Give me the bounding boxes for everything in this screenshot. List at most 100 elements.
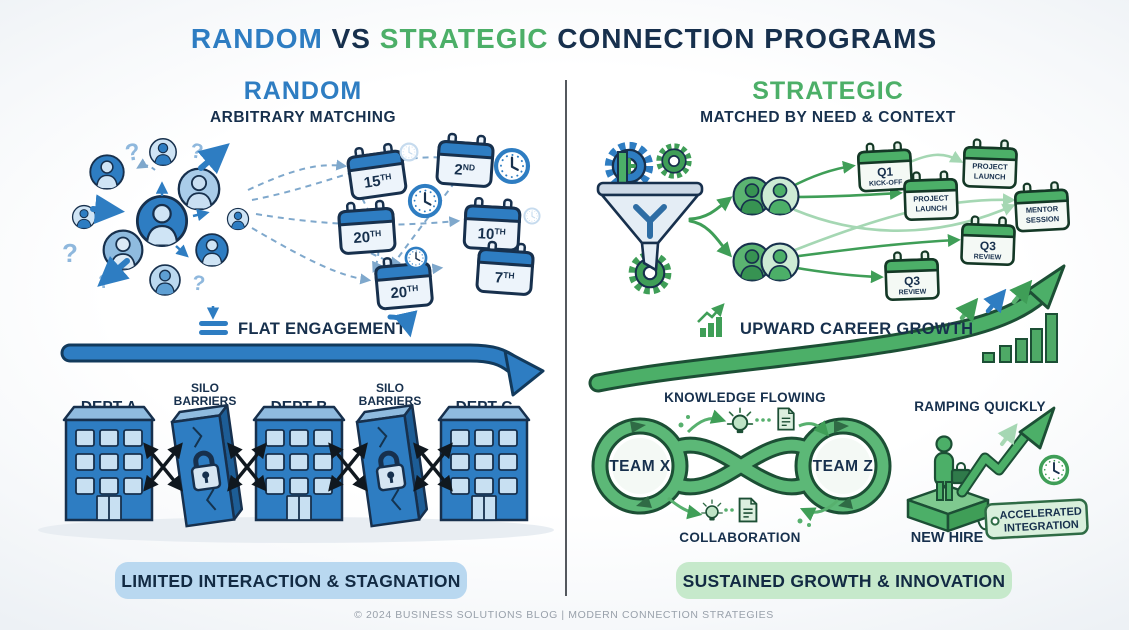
left-subheading: ARBITRARY MATCHING	[210, 109, 396, 126]
person-icon	[150, 139, 176, 165]
clock-icon	[404, 246, 428, 270]
ascending-bars-icon	[982, 313, 1058, 363]
mini-growth-chart-icon	[697, 303, 725, 337]
collaboration-label: COLLABORATION	[679, 530, 800, 545]
accelerated-integration-tag: ACCELERATED INTEGRATION	[984, 498, 1089, 540]
left-badge: LIMITED INTERACTION & STAGNATION	[115, 562, 467, 599]
new-hire-person-icon	[933, 435, 972, 501]
calendar-icon: 20TH	[336, 198, 397, 256]
flat-arrow-body	[63, 346, 520, 372]
card-line2: LAUNCH	[974, 171, 1006, 181]
silo-wall-icon	[355, 404, 429, 528]
left-badge-label: LIMITED INTERACTION & STAGNATION	[121, 571, 461, 591]
calendar-icon: 20TH	[373, 253, 435, 311]
page-title: RANDOM VS STRATEGIC CONNECTION PROGRAMS	[191, 23, 937, 54]
flow-arrow-icon	[686, 409, 727, 434]
card-line1: PROJECT	[972, 161, 1008, 171]
calendar-day: 2	[454, 161, 464, 179]
small-arrow-icon	[997, 423, 1018, 446]
flow-arrow-icon	[667, 496, 703, 520]
career-growth-section: UPWARD CAREER GROWTH	[588, 264, 1066, 393]
small-arrow-icon	[983, 288, 1007, 314]
left-badge-bg	[115, 562, 467, 599]
person-icon	[762, 178, 799, 215]
card-line2: SESSION	[1026, 214, 1060, 225]
document-icon	[738, 497, 758, 523]
title-rest: CONNECTION PROGRAMS	[548, 23, 937, 54]
clock-icon	[407, 183, 443, 219]
card-line1: Q3	[904, 274, 921, 289]
calendar-day: 20	[390, 284, 408, 302]
calendar-day: 10	[477, 225, 495, 243]
svg-text:10TH: 10TH	[477, 225, 506, 243]
document-icon	[777, 407, 795, 431]
svg-text:7TH: 7TH	[494, 269, 515, 287]
calendar-day: 7	[494, 269, 504, 287]
building-dept-c	[437, 405, 531, 522]
calendar-icon: 15TH	[344, 141, 409, 202]
small-arrow-icon	[192, 208, 210, 222]
ramp-arrow-body	[958, 428, 1032, 496]
new-hire-label: NEW HIRE	[911, 530, 984, 546]
svg-text:20TH: 20TH	[390, 283, 419, 302]
ramping-quickly-label: RAMPING QUICKLY	[914, 399, 1046, 414]
curve-down-arrow-icon	[387, 310, 418, 338]
calendar-suffix: TH	[379, 171, 392, 182]
right-heading: STRATEGIC	[752, 77, 904, 105]
tag-line1: ACCELERATED	[999, 506, 1082, 522]
calendar-suffix: TH	[503, 270, 515, 281]
card-line1: Q3	[980, 239, 997, 254]
low-level-icon	[199, 306, 228, 335]
title-strategic: STRATEGIC	[380, 23, 549, 54]
building-dept-b	[252, 405, 346, 522]
person-icon	[196, 234, 228, 266]
svg-text:15TH: 15TH	[363, 171, 393, 192]
flat-engagement-label: FLAT ENGAGEMENT	[238, 320, 406, 338]
small-dashed-arrow-icon	[136, 158, 156, 171]
person-icon	[150, 265, 180, 295]
card-line1: PROJECT	[913, 193, 949, 203]
flow-arrow-icon	[799, 498, 840, 522]
career-growth-label: UPWARD CAREER GROWTH	[740, 320, 973, 338]
clock-icon	[496, 150, 528, 182]
tag-line2: INTEGRATION	[1004, 519, 1080, 535]
question-mark-icon: ?	[191, 271, 206, 295]
funnel-icon	[596, 151, 704, 272]
small-arrow-icon	[955, 297, 979, 323]
new-hire-section: RAMPING QUICKLY NEW HIRE ACCELERATED INT…	[906, 399, 1089, 546]
small-arrow-icon	[1009, 279, 1033, 305]
arrow-up-right-icon	[197, 143, 230, 175]
card-line2: LAUNCH	[915, 203, 947, 213]
flat-arrow-head	[503, 349, 545, 397]
silo-barrier-label: SILO	[376, 381, 404, 395]
matched-pair	[734, 178, 799, 215]
title-random: RANDOM	[191, 23, 323, 54]
calendar-icon: 2ND	[435, 131, 496, 189]
team-z-circle	[815, 438, 871, 494]
lightbulb-icon	[726, 407, 754, 435]
card-line1: Q1	[877, 165, 894, 180]
knowledge-flowing-label: KNOWLEDGE FLOWING	[664, 390, 826, 405]
card-line2: KICK-OFF	[869, 179, 903, 188]
footer-credit: © 2024 BUSINESS SOLUTIONS BLOG | MODERN …	[354, 609, 774, 621]
silo-barrier-label: SILO	[191, 381, 219, 395]
flat-engagement-section: FLAT ENGAGEMENT	[60, 306, 545, 397]
matched-pair	[734, 244, 799, 281]
clock-icon-faint	[523, 207, 541, 225]
calendar-suffix: TH	[494, 226, 506, 237]
clock-icon	[1038, 454, 1070, 486]
calendar-suffix: TH	[406, 283, 418, 294]
right-badge: SUSTAINED GROWTH & INNOVATION	[676, 562, 1012, 599]
svg-text:2ND: 2ND	[454, 161, 476, 179]
flow-arrow-icon	[798, 420, 829, 437]
right-subheading: MATCHED BY NEED & CONTEXT	[700, 109, 956, 126]
team-x-circle	[612, 438, 668, 494]
team-z-label: TEAM Z	[813, 458, 874, 475]
question-mark-icon: ?	[62, 238, 78, 268]
arrow-down-left-icon	[97, 255, 130, 287]
svg-text:20TH: 20TH	[353, 228, 382, 247]
ground-shadow	[38, 517, 554, 543]
